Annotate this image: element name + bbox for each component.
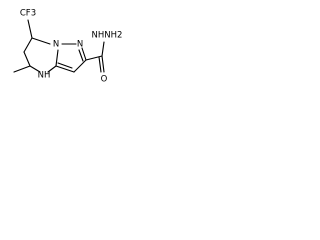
bond-c7-cf3: [27, 19, 33, 39]
hydrazide-label: NHNH2: [92, 31, 123, 41]
pyrazole-ring: [55, 43, 87, 73]
bond-c7-c6: [23, 37, 33, 53]
cf3-label: CF3: [20, 9, 36, 19]
bond-carbonyl-o: [101, 55, 105, 73]
bond-n1-c2-double: [78, 49, 84, 62]
bond-carbonyl-n: [101, 41, 105, 57]
bond-n8-c7: [31, 37, 51, 45]
bond-c2-c3: [73, 59, 87, 73]
bond-c3a-n8: [55, 49, 59, 67]
bond-n4-c3a: [47, 65, 57, 73]
pyrazole-n-left-label: N: [53, 40, 59, 50]
pyrimidine-ring: [23, 37, 59, 73]
nh-label: NH: [38, 71, 51, 81]
bond-c5-n4: [29, 65, 41, 73]
bond-c6-c5: [23, 51, 31, 67]
bond-c3-c3a: [55, 65, 75, 73]
chemical-structure-diagram: CF3 NHNH2 O NH N N: [13, 9, 123, 85]
bond-carbonyl-o-double: [98, 56, 102, 73]
pyrazole-n-right-label: N: [77, 40, 83, 50]
bond-n1-c2: [81, 47, 87, 61]
atom-labels: CF3 NHNH2 O NH N N: [20, 9, 123, 85]
bond-c5-methyl: [13, 65, 31, 73]
bond-c3-c3a-double: [57, 62, 73, 69]
carbonyl-oxygen-label: O: [101, 75, 108, 85]
substituent-bonds: [13, 19, 105, 73]
